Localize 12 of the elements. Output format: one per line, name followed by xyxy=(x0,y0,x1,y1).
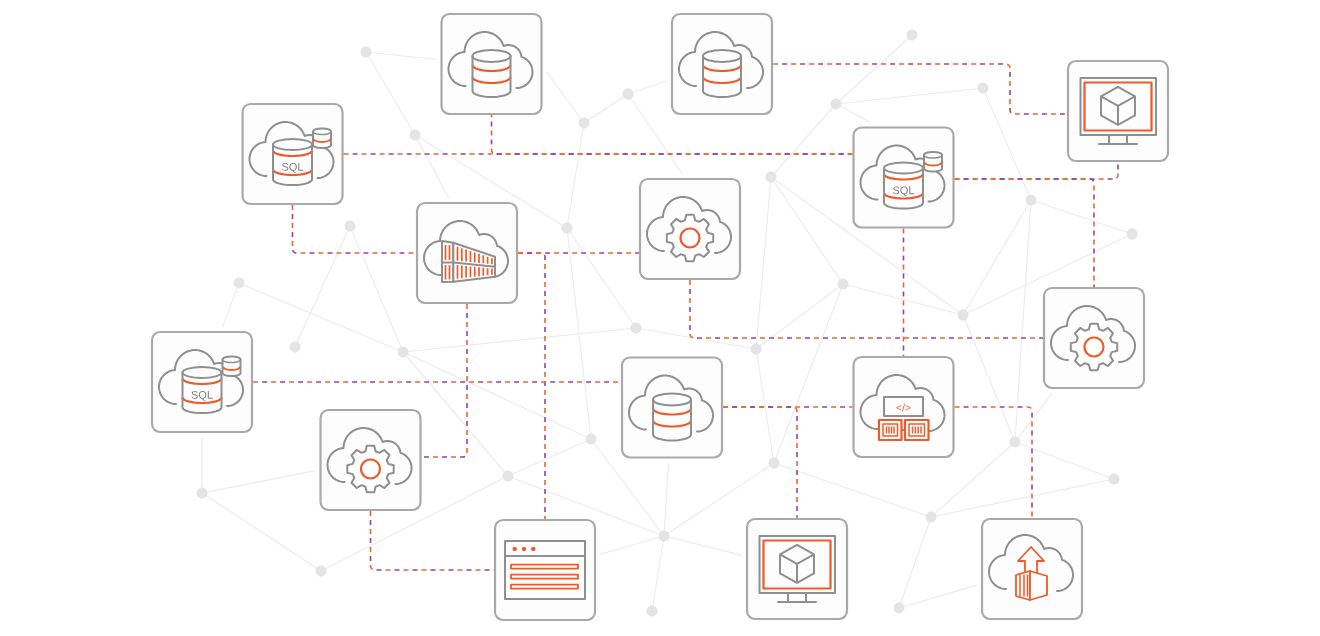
connector xyxy=(722,406,798,519)
connector xyxy=(772,63,1068,115)
connector xyxy=(490,114,854,155)
icon-card xyxy=(670,12,774,116)
connector xyxy=(369,510,495,571)
connector xyxy=(902,227,905,357)
connector xyxy=(953,406,1033,519)
connector xyxy=(689,279,1044,339)
icon-card xyxy=(440,12,543,116)
icon-card xyxy=(620,356,724,459)
connector xyxy=(517,252,546,520)
connector xyxy=(953,178,1095,288)
